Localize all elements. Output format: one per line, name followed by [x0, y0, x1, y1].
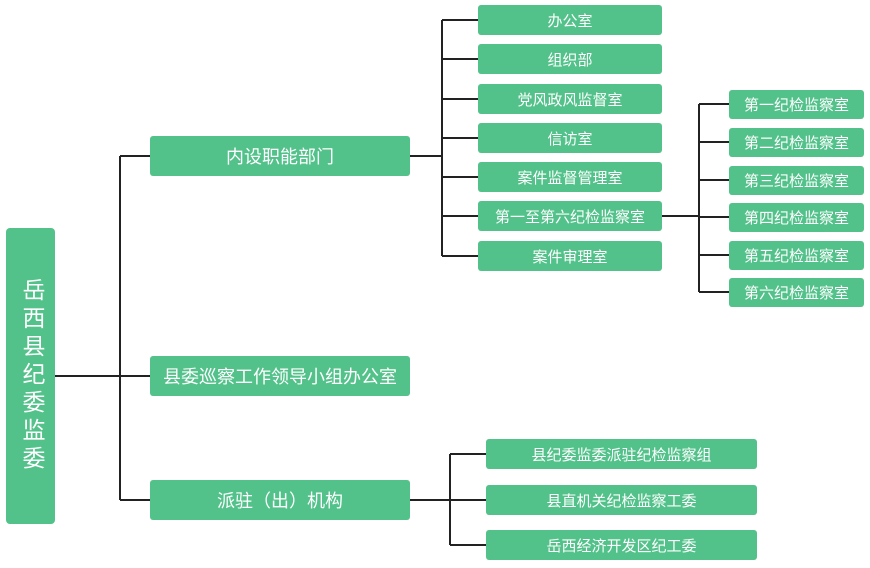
root-node: 岳西县纪委监委: [6, 228, 55, 524]
node-inspection-office: 第六纪检监察室: [729, 278, 864, 307]
node-internal-departments: 内设职能部门: [150, 136, 410, 176]
node-department: 办公室: [478, 5, 662, 35]
node-inspection-office: 第四纪检监察室: [729, 203, 864, 232]
node-stationed: 岳西经济开发区纪工委: [486, 530, 757, 560]
node-department: 信访室: [478, 123, 662, 153]
node-department: 党风政风监督室: [478, 84, 662, 114]
node-department: 第一至第六纪检监察室: [478, 201, 662, 231]
node-stationed: 县直机关纪检监察工委: [486, 485, 757, 515]
node-department: 案件监督管理室: [478, 162, 662, 192]
node-inspection-office: 第一纪检监察室: [729, 90, 864, 119]
node-inspection-leading-group-office: 县委巡察工作领导小组办公室: [150, 356, 410, 396]
node-stationed-agencies: 派驻（出）机构: [150, 480, 410, 520]
root-label: 岳西县纪委监委: [18, 278, 44, 474]
node-inspection-office: 第五纪检监察室: [729, 241, 864, 270]
node-department: 组织部: [478, 44, 662, 74]
node-stationed: 县纪委监委派驻纪检监察组: [486, 439, 757, 469]
node-department: 案件审理室: [478, 241, 662, 271]
node-inspection-office: 第二纪检监察室: [729, 128, 864, 157]
node-inspection-office: 第三纪检监察室: [729, 166, 864, 195]
